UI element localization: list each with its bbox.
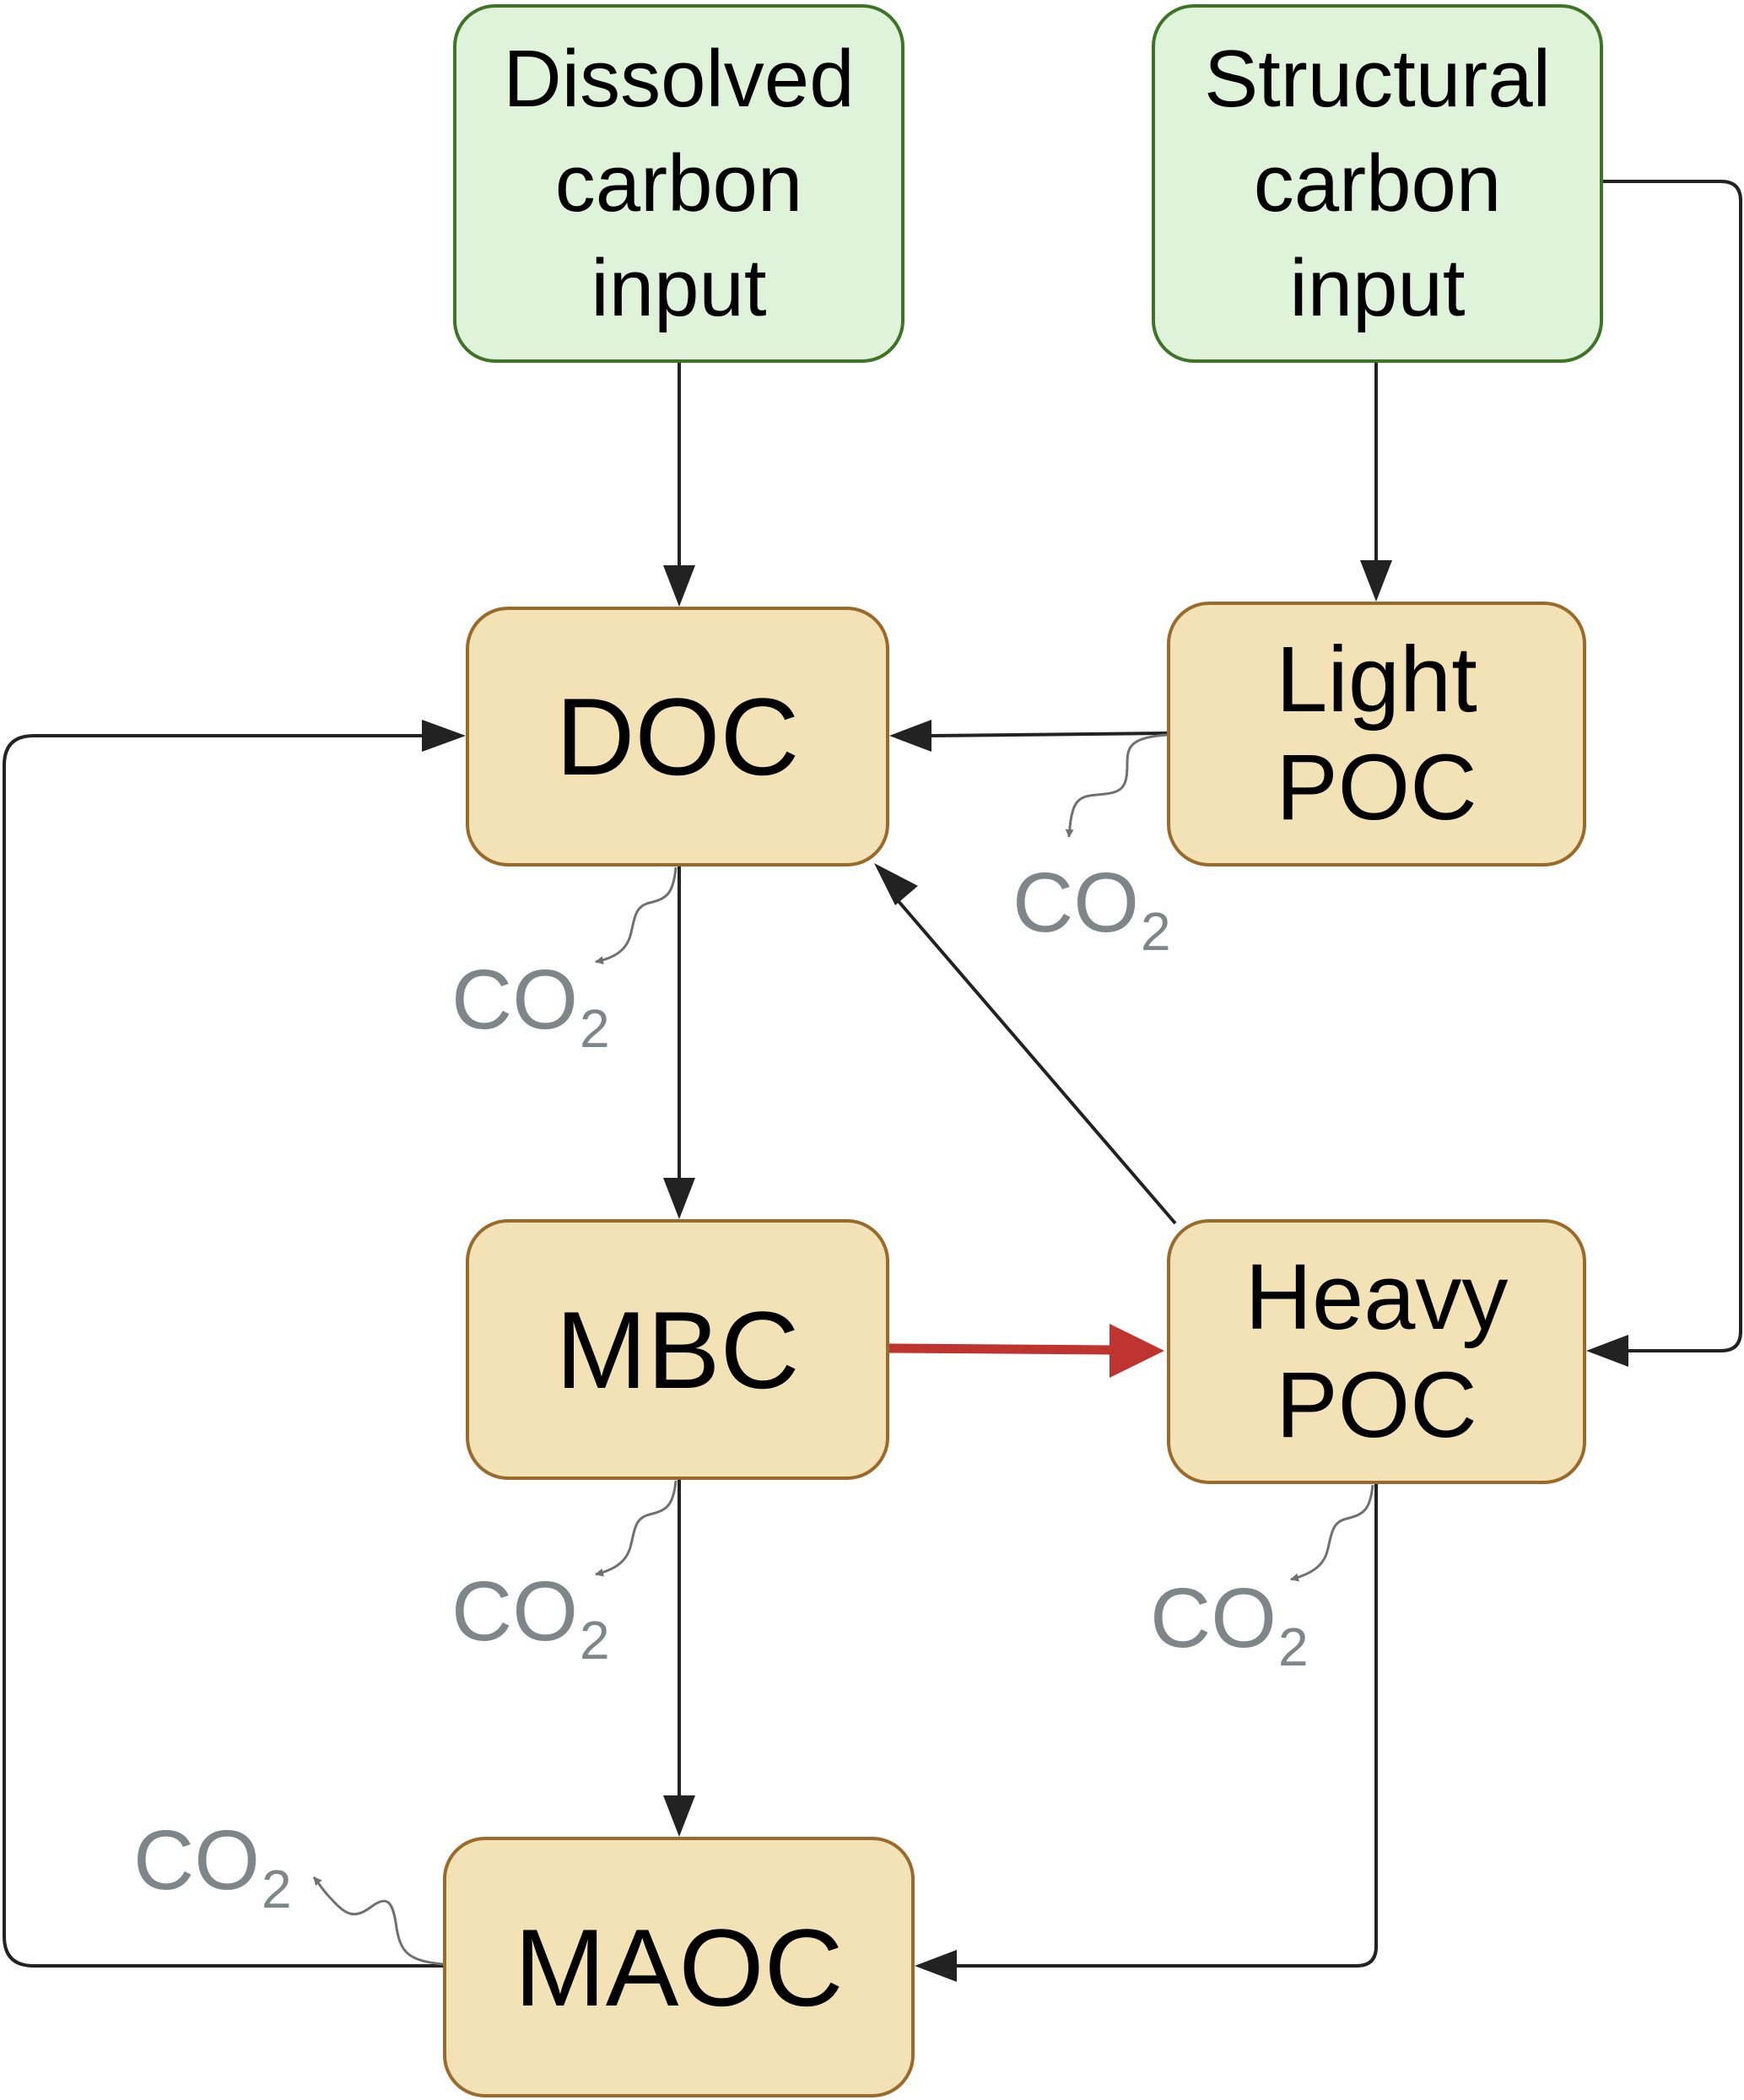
structural-label-line-3: input <box>1289 242 1466 333</box>
arrow-dissolved-to-doc <box>663 363 695 607</box>
co2-squiggle-maoc <box>312 1876 444 1966</box>
structural-carbon-input-box: Structural carbon input <box>1152 4 1603 363</box>
arrow-doc-to-mbc <box>663 866 695 1219</box>
mbc-label: MBC <box>555 1288 800 1412</box>
light-poc-label-line-2: POC <box>1276 736 1477 839</box>
arrow-structural-to-heavy-poc <box>1586 180 1742 1367</box>
dissolved-label-line-1: Dissolved <box>503 33 855 124</box>
structural-label-line-2: carbon <box>1253 138 1502 229</box>
heavy-poc-pool-box: Heavy POC <box>1167 1219 1586 1484</box>
co2-squiggle-heavy-poc <box>1290 1484 1374 1582</box>
arrow-heavy-poc-to-maoc <box>915 1484 1378 1982</box>
arrow-mbc-to-heavy-poc-highlight <box>888 1324 1164 1378</box>
arrow-structural-to-light-poc <box>1360 363 1392 602</box>
co2-label-heavy-poc: CO2 <box>1150 1571 1309 1677</box>
co2-label-doc: CO2 <box>451 953 610 1059</box>
co2-squiggle-light-poc <box>1065 733 1168 838</box>
light-poc-label-line-1: Light <box>1276 628 1477 731</box>
co2-label-mbc: CO2 <box>451 1564 610 1671</box>
co2-label-maoc: CO2 <box>133 1813 292 1919</box>
arrow-mbc-to-maoc <box>663 1480 695 1837</box>
dissolved-label-line-3: input <box>591 242 767 333</box>
heavy-poc-label-line-2: POC <box>1276 1353 1477 1457</box>
doc-pool-box: DOC <box>466 607 889 866</box>
mbc-pool-box: MBC <box>466 1219 889 1480</box>
arrow-light-poc-to-doc <box>889 720 1168 752</box>
arrow-heavy-poc-to-doc <box>874 863 1177 1225</box>
dissolved-carbon-input-box: Dissolved carbon input <box>453 4 904 363</box>
arrow-maoc-to-doc <box>3 720 466 1968</box>
co2-label-light-poc: CO2 <box>1012 856 1171 962</box>
light-poc-pool-box: Light POC <box>1167 602 1586 866</box>
heavy-poc-label-line-1: Heavy <box>1245 1245 1509 1349</box>
maoc-label: MAOC <box>514 1905 844 2029</box>
maoc-pool-box: MAOC <box>443 1837 915 2097</box>
doc-label: DOC <box>555 675 800 798</box>
dissolved-label-line-2: carbon <box>554 138 803 229</box>
structural-label-line-1: Structural <box>1204 33 1551 124</box>
co2-squiggle-doc <box>595 866 678 965</box>
co2-squiggle-mbc <box>595 1480 678 1577</box>
